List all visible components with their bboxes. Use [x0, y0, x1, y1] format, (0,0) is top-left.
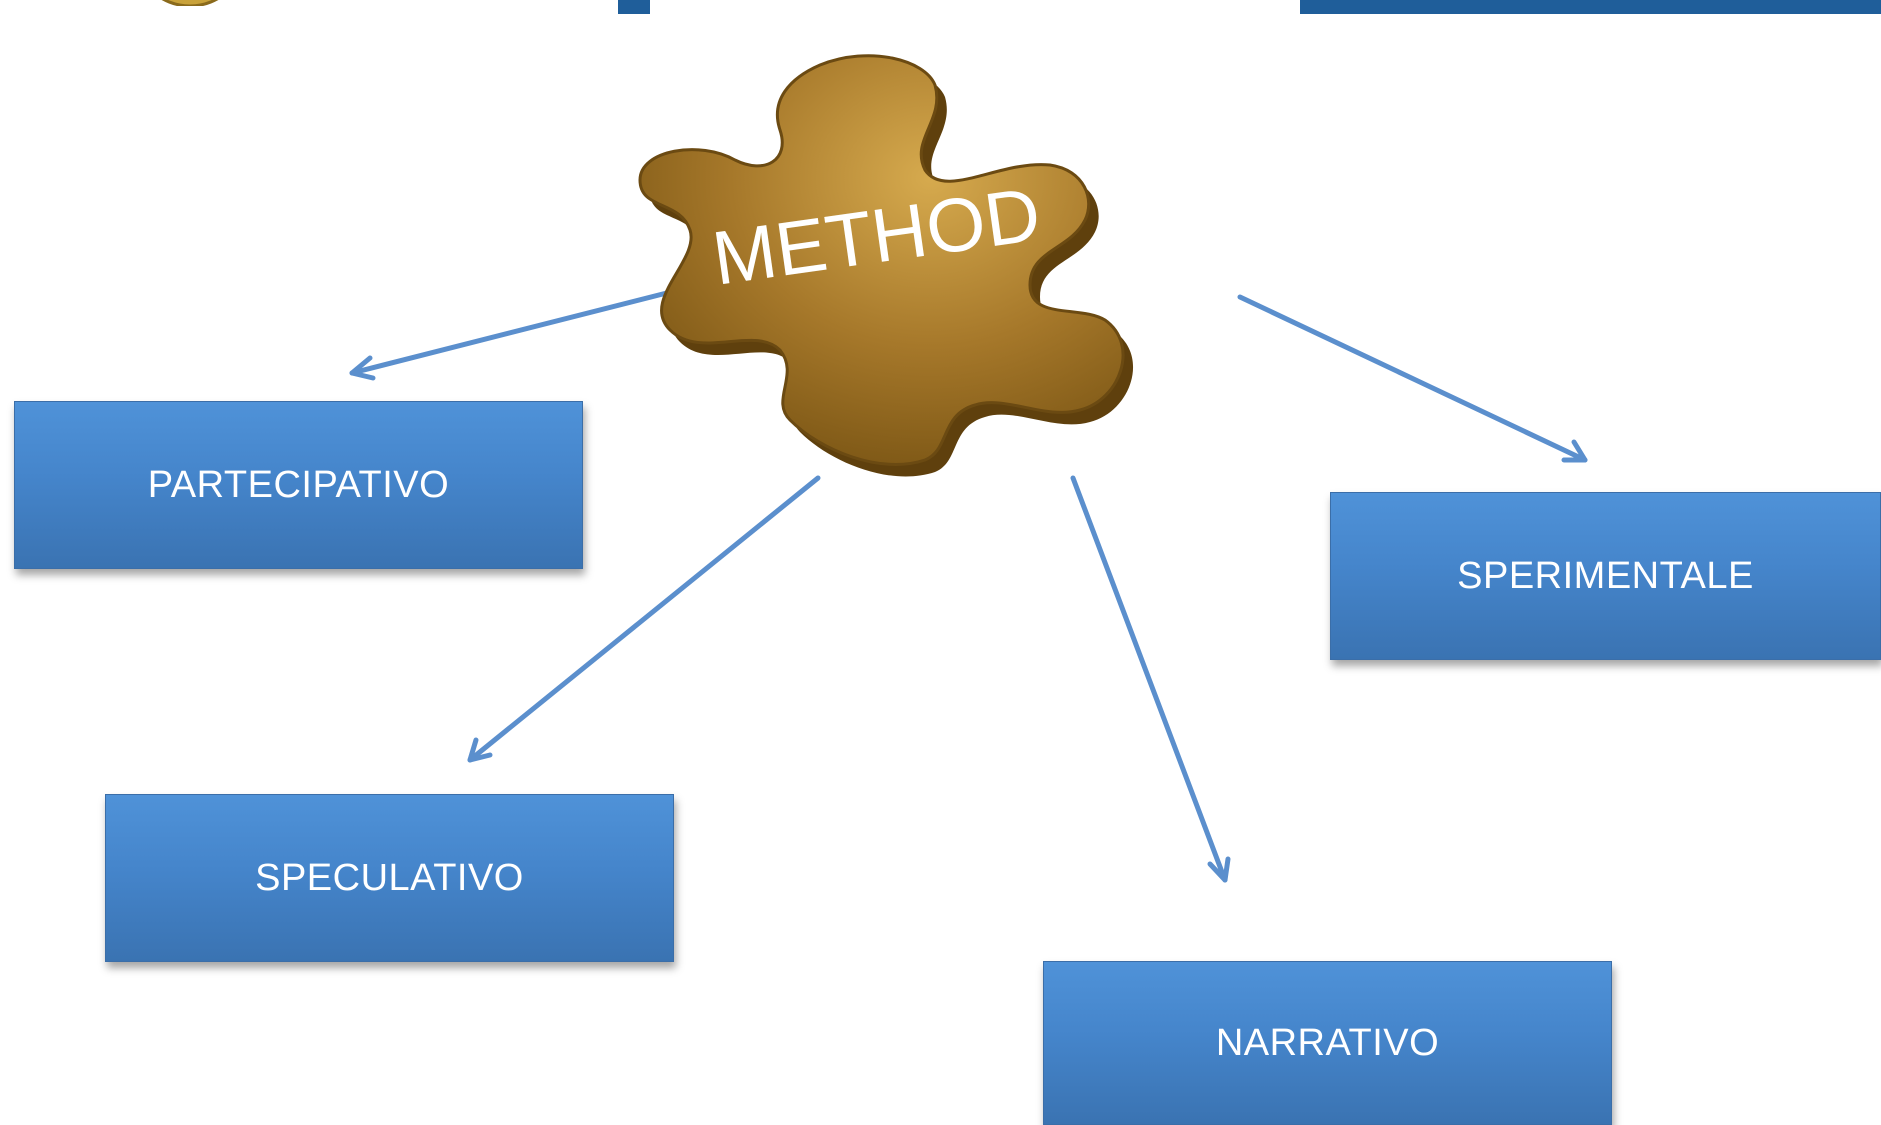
arrow-to-speculativo [467, 475, 821, 763]
arrow-to-sperimentale [1237, 294, 1588, 463]
arrow-to-narrativo [1070, 475, 1231, 883]
node-sperimentale-label: SPERIMENTALE [1457, 554, 1754, 597]
svg-text:EDIOLA: EDIOLA [170, 0, 211, 3]
arrow-to-partecipativo [349, 279, 713, 381]
node-sperimentale: SPERIMENTALE [1330, 492, 1881, 660]
node-narrativo: NARRATIVO [1043, 961, 1612, 1125]
node-speculativo-label: SPECULATIVO [255, 856, 524, 899]
header-bar-left [618, 0, 650, 14]
node-narrativo-label: NARRATIVO [1215, 1021, 1440, 1064]
header-bar-right [1300, 0, 1881, 14]
node-partecipativo-label: PARTECIPATIVO [147, 463, 450, 506]
node-partecipativo: PARTECIPATIVO [14, 401, 583, 569]
node-speculativo: SPECULATIVO [105, 794, 674, 962]
university-seal-logo: EDIOLA [161, 0, 219, 6]
